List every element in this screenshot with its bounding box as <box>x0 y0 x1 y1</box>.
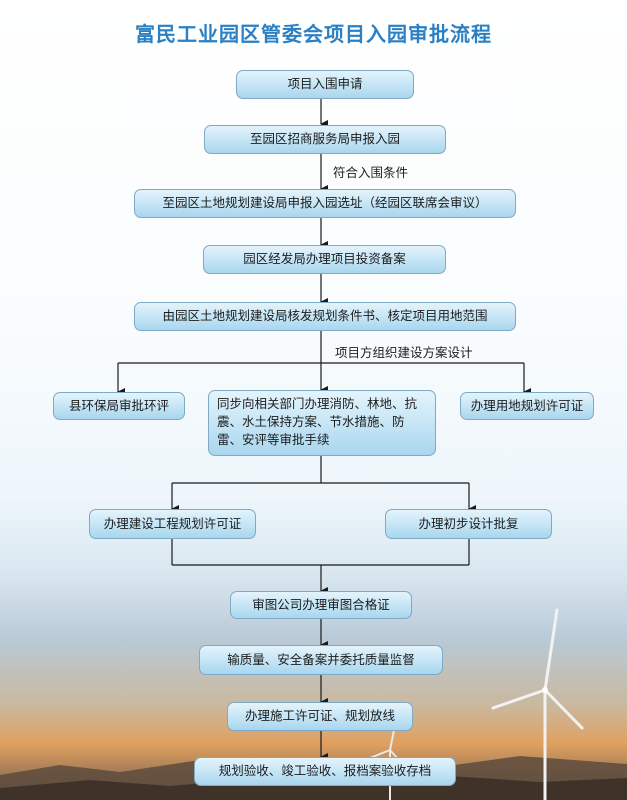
step-planning-conditions: 由园区土地规划建设局核发规划条件书、核定项目用地范围 <box>134 302 516 331</box>
step-investment-record: 园区经发局办理项目投资备案 <box>203 245 446 274</box>
step-project-application: 项目入围申请 <box>236 70 414 99</box>
step-construction-planning-permit: 办理建设工程规划许可证 <box>89 509 256 539</box>
step-parallel-approvals: 同步向相关部门办理消防、林地、抗震、水土保持方案、节水措施、防雷、安评等审批手续 <box>208 390 436 456</box>
step-environmental-review: 县环保局审批环评 <box>53 392 185 420</box>
note-meets-conditions: 符合入围条件 <box>333 165 409 180</box>
step-drawing-review-certificate: 审图公司办理审图合格证 <box>230 591 412 619</box>
step-construction-permit: 办理施工许可证、规划放线 <box>227 702 413 731</box>
step-site-selection: 至园区土地规划建设局申报入园选址（经园区联席会审议） <box>134 189 516 218</box>
step-land-use-permit: 办理用地规划许可证 <box>460 392 594 420</box>
step-quality-safety-filing: 输质量、安全备案并委托质量监督 <box>199 645 443 675</box>
step-investment-bureau-filing: 至园区招商服务局申报入园 <box>204 125 446 154</box>
step-preliminary-design-approval: 办理初步设计批复 <box>385 509 552 539</box>
page-title: 富民工业园区管委会项目入园审批流程 <box>135 22 492 46</box>
step-final-acceptance: 规划验收、竣工验收、报档案验收存档 <box>194 757 456 786</box>
note-design-plan: 项目方组织建设方案设计 <box>335 345 473 360</box>
